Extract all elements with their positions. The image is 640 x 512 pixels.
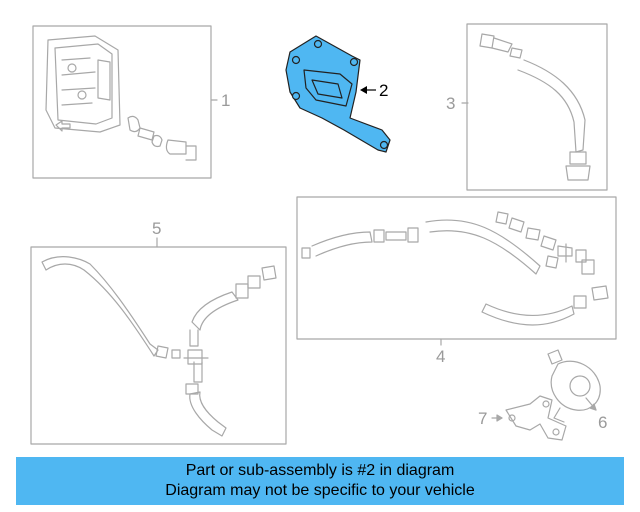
info-banner: Part or sub-assembly is #2 in diagram Di… [16,457,624,505]
part-3-hose-illustration[interactable] [479,33,591,181]
callout-1: 1 [221,91,230,110]
callout-2: 2 [379,81,388,100]
part-2-bracket-highlighted[interactable] [285,35,391,153]
part-7-bracket-illustration[interactable] [505,395,567,441]
banner-line-2: Diagram may not be specific to your vehi… [165,482,475,499]
banner-line-1: Part or sub-assembly is #2 in diagram [185,462,455,479]
panel-1-frame [32,25,212,179]
part-6-pump-illustration[interactable] [547,349,601,423]
part-4-hose-kit-illustration[interactable] [301,211,609,326]
part-1-module-illustration[interactable] [45,35,197,161]
panel-5-frame [30,246,287,445]
callout-5: 5 [152,219,161,238]
part-5-hose-kit-illustration[interactable] [41,256,277,437]
callout-4: 4 [436,347,445,366]
panel-4-frame [296,196,617,340]
callout-3: 3 [446,94,455,113]
callout-6: 6 [598,413,607,432]
panel-3-frame [466,23,608,191]
callout-7: 7 [478,409,487,428]
